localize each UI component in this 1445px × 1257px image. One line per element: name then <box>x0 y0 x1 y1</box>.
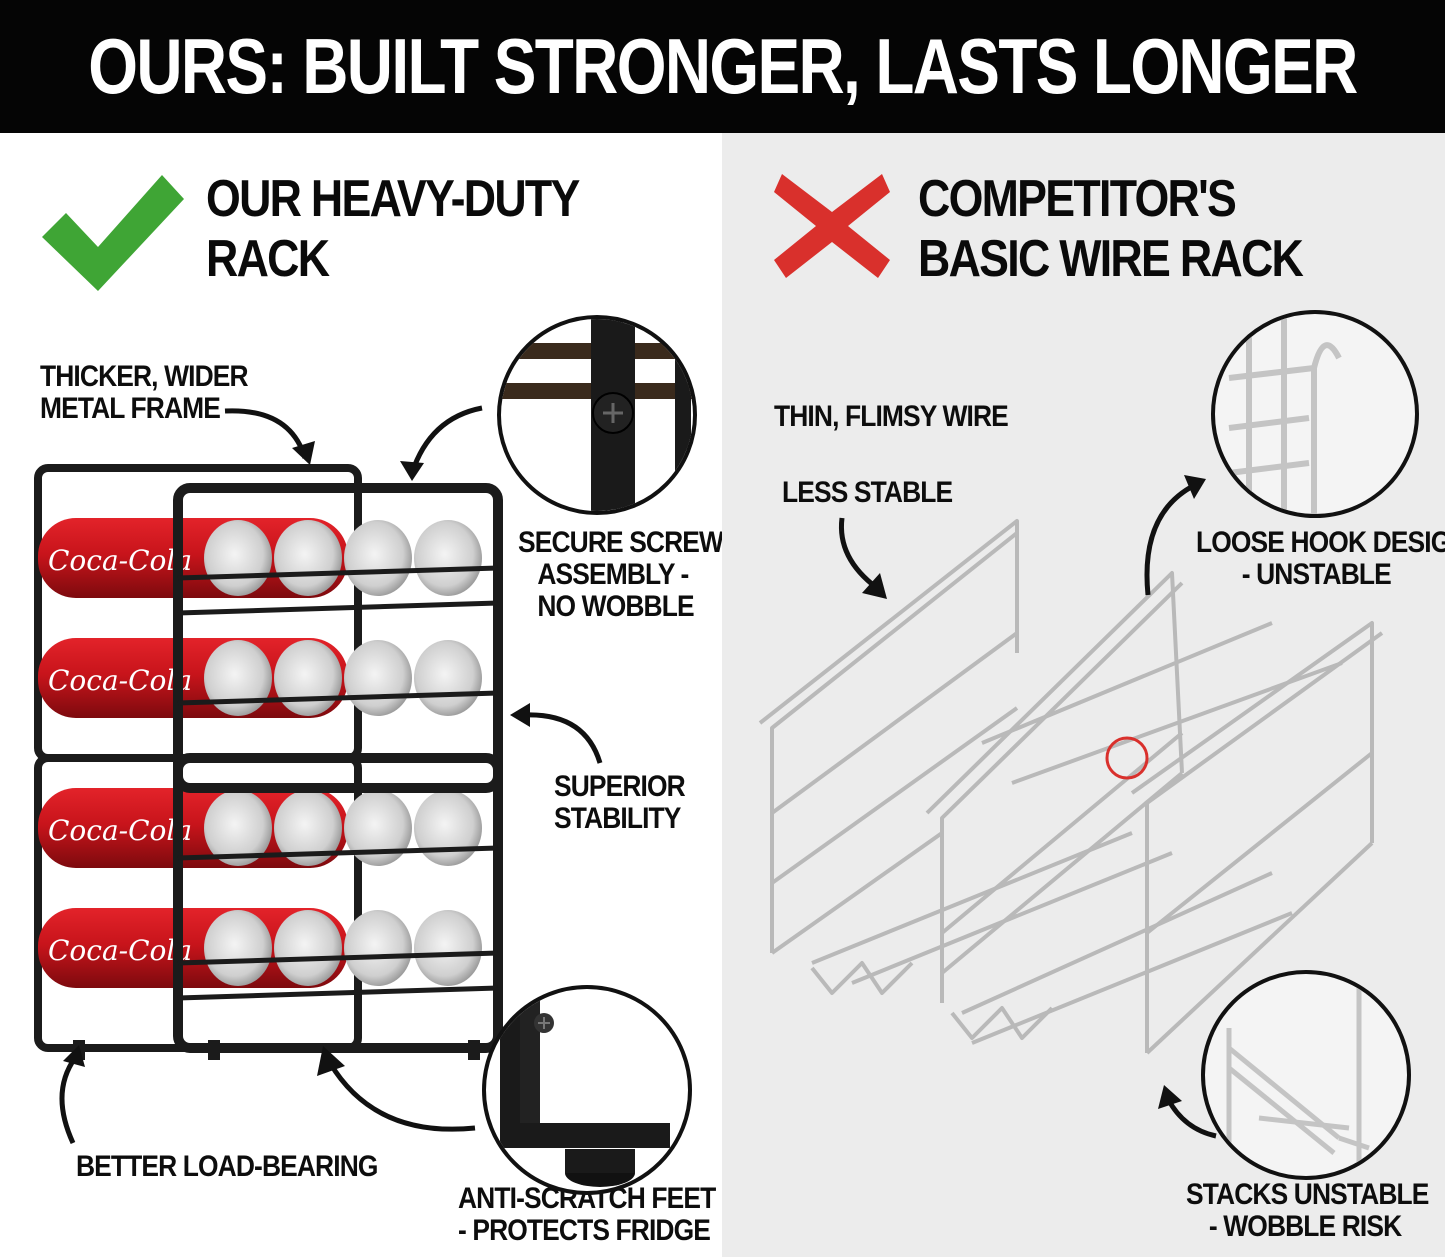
can-row-3: Coca-Cola <box>38 788 482 868</box>
screw-label-line2: ASSEMBLY - <box>537 558 689 591</box>
stacks-label-line2: - WOBBLE RISK <box>1208 1210 1402 1243</box>
arrow-to-frame <box>224 408 315 465</box>
left-panel: OUR HEAVY-DUTY RACK THICKER, WIDER METAL… <box>0 133 724 1257</box>
can-logo: Coca-Cola <box>48 814 192 847</box>
screw-label-line3: NO WOBBLE <box>537 590 694 623</box>
can-logo: Coca-Cola <box>48 664 192 697</box>
checkmark-icon <box>42 175 184 291</box>
screw-label: SECURE SCREW ASSEMBLY - NO WOBBLE <box>518 526 724 623</box>
arrow-to-screw <box>400 405 483 481</box>
right-heading-line2: BASIC WIRE RACK <box>918 230 1304 288</box>
can-logo: Coca-Cola <box>48 544 192 577</box>
hook-detail-circle <box>1211 310 1419 518</box>
frame-label: THICKER, WIDER METAL FRAME <box>40 360 249 425</box>
hook-label: LOOSE HOOK DESIGN - UNSTABLE <box>1196 527 1445 591</box>
arrow-to-stability <box>510 703 603 764</box>
hook-label-line2: - UNSTABLE <box>1241 558 1392 591</box>
hook-label-line1: LOOSE HOOK DESIGN <box>1196 526 1445 559</box>
can-logo: Coca-Cola <box>48 934 192 967</box>
arrow-to-feet <box>317 1046 476 1132</box>
left-heading-line1: OUR HEAVY-DUTY <box>206 170 580 228</box>
stacks-label-line1: STACKS UNSTABLE <box>1186 1178 1429 1211</box>
wire-label: THIN, FLIMSY WIRE <box>774 400 1009 433</box>
left-heading: OUR HEAVY-DUTY RACK <box>206 169 580 289</box>
right-heading: COMPETITOR'S BASIC WIRE RACK <box>918 169 1304 289</box>
cross-icon <box>774 174 890 278</box>
feet-detail-circle <box>482 985 692 1195</box>
wire-rack-illustration <box>758 519 1384 1055</box>
can-row-2: Coca-Cola <box>38 638 482 718</box>
can-row-4: Coca-Cola <box>38 908 482 988</box>
load-label: BETTER LOAD-BEARING <box>76 1150 378 1183</box>
screw-label-line1: SECURE SCREW <box>518 526 724 559</box>
feet-label-line2: - PROTECTS FRIDGE <box>458 1214 711 1247</box>
stability-label-line2: STABILITY <box>554 802 681 835</box>
stacks-label: STACKS UNSTABLE - WOBBLE RISK <box>1186 1178 1429 1243</box>
frame-label-line2: METAL FRAME <box>40 392 221 425</box>
stability-label: SUPERIOR STABILITY <box>554 770 686 835</box>
arrow-to-hook <box>1144 475 1206 596</box>
stability-label-line1: SUPERIOR <box>554 770 686 803</box>
stable-label: LESS STABLE <box>782 476 953 509</box>
arrow-to-base <box>59 1045 85 1145</box>
top-banner: OURS: BUILT STRONGER, LASTS LONGER <box>0 0 1445 133</box>
right-heading-line1: COMPETITOR'S <box>918 170 1237 228</box>
frame-label-line1: THICKER, WIDER <box>40 360 249 393</box>
arrow-to-wire <box>838 517 887 599</box>
banner-title: OURS: BUILT STRONGER, LASTS LONGER <box>88 22 1358 110</box>
right-panel: COMPETITOR'S BASIC WIRE RACK THIN, FLIMS… <box>722 133 1445 1257</box>
screw-detail-circle <box>497 315 697 515</box>
stacks-detail-circle <box>1201 970 1411 1180</box>
left-heading-line2: RACK <box>206 230 330 288</box>
can-row-1: Coca-Cola <box>38 518 482 598</box>
arrow-to-stacks <box>1158 1085 1217 1139</box>
heavy-duty-rack-illustration: Coca-Cola Coca-Cola Coca-Cola Coca-Cola <box>34 464 503 1060</box>
